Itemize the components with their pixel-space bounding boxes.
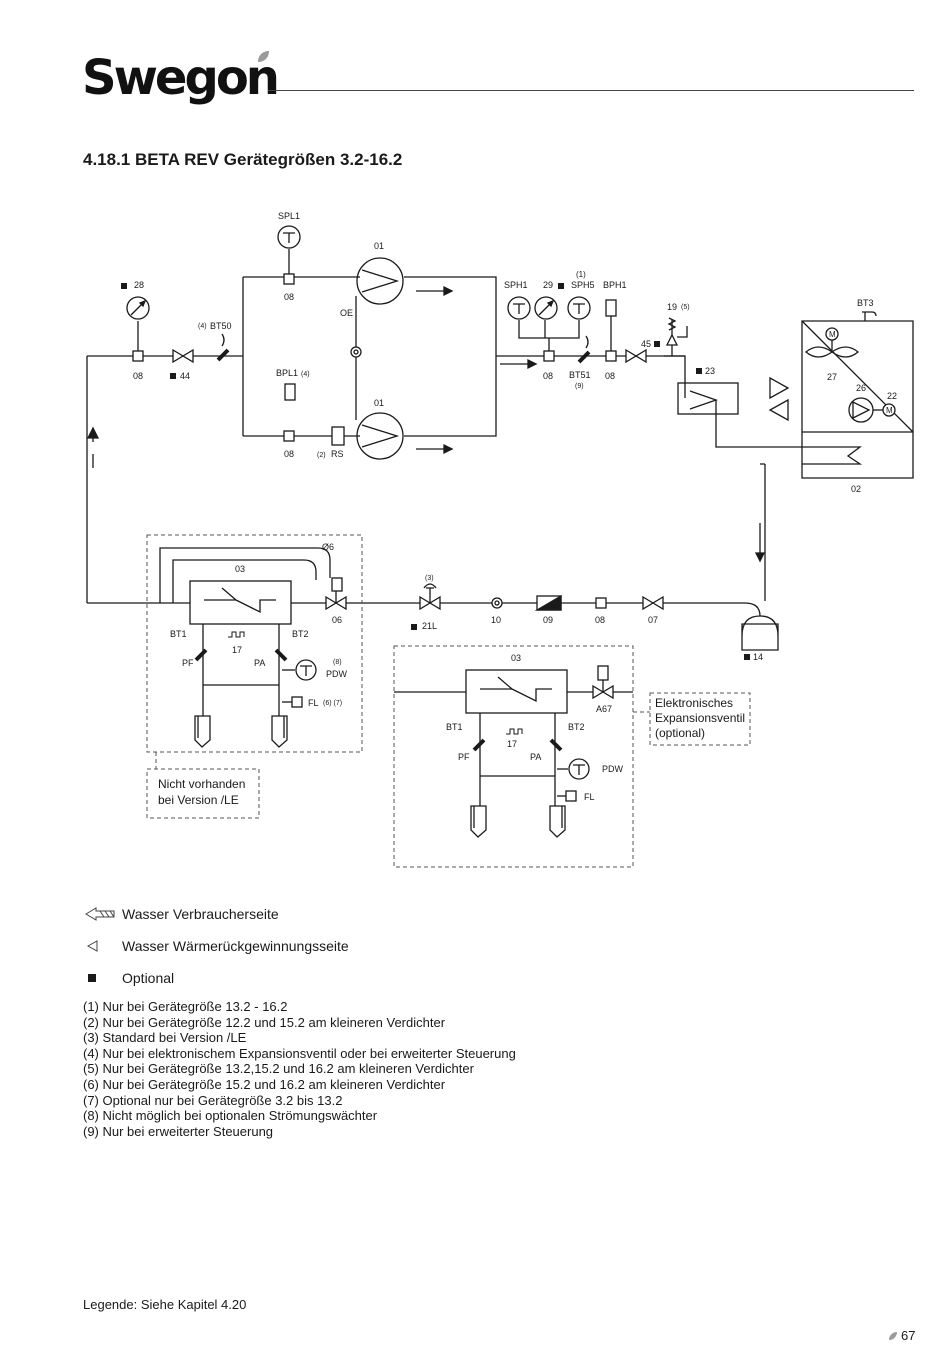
label-03b: 03 (511, 653, 521, 663)
rs-label: RS (331, 449, 344, 459)
double-arrow-icon (85, 907, 115, 921)
label-44: 44 (180, 371, 190, 381)
label-26: 26 (856, 383, 866, 393)
label-08d: 08 (543, 371, 553, 381)
page-title: 4.18.1 BETA REV Gerätegrößen 3.2-16.2 (83, 150, 403, 169)
label-29: 29 (543, 280, 553, 290)
pdwb-label: PDW (602, 764, 624, 774)
label-28: 28 (134, 280, 144, 290)
oe-label: OE (340, 308, 353, 318)
pump-motor-label: M (886, 406, 893, 415)
compressor-01-bottom (356, 412, 404, 460)
page-number: 67 (888, 1328, 915, 1343)
label-08c: 08 (284, 449, 294, 459)
footnote: (2) Nur bei Gerätegröße 12.2 und 15.2 am… (83, 1014, 446, 1030)
bpl1-note: (4) (301, 371, 310, 378)
square-icon (88, 974, 96, 982)
pfb-label: PF (458, 752, 470, 762)
label-22: 22 (887, 391, 897, 401)
page-number-text: 67 (901, 1328, 916, 1343)
bt50-note: (4) (198, 323, 207, 330)
note-nicht-line1: Nicht vorhanden (158, 777, 245, 791)
legend-item: Wasser Wärmerückgewinnungsseite (84, 938, 349, 954)
label-07: 07 (648, 615, 658, 625)
note-exp-line2: Expansionsventil (655, 711, 745, 725)
bt50-label: BT50 (210, 321, 232, 331)
bph1-label: BPH1 (603, 280, 627, 290)
sph1-label: SPH1 (504, 280, 528, 290)
bt51-label: BT51 (569, 370, 591, 380)
footnotes: (1) Nur bei Gerätegröße 13.2 - 16.2 (2) … (83, 999, 516, 1139)
label-03a: 03 (235, 564, 245, 574)
footnote: (5) Nur bei Gerätegröße 13.2,15.2 und 16… (83, 1061, 474, 1077)
label-21l-note: (3) (425, 575, 434, 582)
label-08a: 08 (284, 292, 294, 302)
label-45: 45 (641, 339, 651, 349)
rs-note: (2) (317, 452, 326, 459)
sph5-label: SPH5 (571, 280, 595, 290)
pfa-label: PF (182, 658, 194, 668)
label-14: 14 (753, 652, 763, 662)
refrigerant-circuit-diagram: M M (86, 211, 914, 868)
footnote: (1) Nur bei Gerätegröße 13.2 - 16.2 (83, 999, 288, 1014)
bt1b-label: BT1 (446, 722, 463, 732)
label-19: 19 (667, 302, 677, 312)
flb-label: FL (584, 792, 595, 802)
label-08f: 08 (595, 615, 605, 625)
note-exp-line1: Elektronisches (655, 696, 733, 710)
fla-label: FL (308, 698, 319, 708)
footnote: (6) Nur bei Gerätegröße 15.2 und 16.2 am… (83, 1076, 446, 1092)
bt2b-label: BT2 (568, 722, 585, 732)
fan-motor-label: M (829, 330, 836, 339)
label-02: 02 (851, 484, 861, 494)
footnote: (3) Standard bei Version /LE (83, 1030, 247, 1046)
legend-item: Wasser Verbraucherseite (84, 906, 279, 922)
pdwa-label: PDW (326, 669, 348, 679)
note-exp-line3: (optional) (655, 726, 705, 740)
a67-label: A67 (596, 704, 612, 714)
compressor-01-bottom-label: 01 (374, 398, 384, 408)
footnote: (7) Optional nur bei Gerätegröße 3.2 bis… (83, 1092, 343, 1108)
bt51-note: (9) (575, 383, 584, 390)
legend-reference: Legende: Siehe Kapitel 4.20 (83, 1297, 247, 1312)
label-10: 10 (491, 615, 501, 625)
leaf-icon (258, 51, 269, 62)
sph5-note: (1) (576, 270, 586, 279)
leaf-icon (889, 1331, 897, 1340)
footnote: (4) Nur bei elektronischem Expansionsven… (83, 1045, 516, 1061)
note-nicht-line2: bei Version /LE (158, 793, 239, 807)
footnote: (8) Nicht möglich bei optionalen Strömun… (83, 1108, 378, 1124)
label-08e: 08 (605, 371, 615, 381)
label-17b: 17 (507, 739, 517, 749)
bt2a-label: BT2 (292, 629, 309, 639)
legend-label: Optional (122, 970, 175, 986)
bt3-label: BT3 (857, 298, 874, 308)
triangle-icon (86, 940, 98, 952)
header-rule (268, 90, 914, 91)
swegon-logo: Swegon (82, 50, 280, 106)
legend-label: Wasser Verbraucherseite (122, 906, 279, 922)
pdwa-note: (8) (333, 659, 342, 666)
label-27: 27 (827, 372, 837, 382)
label-09: 09 (543, 615, 553, 625)
spl1-label: SPL1 (278, 211, 300, 221)
label-08b: 08 (133, 371, 143, 381)
compressor-01-top-label: 01 (374, 241, 384, 251)
footnote: (9) Nur bei erweiterter Steuerung (83, 1123, 274, 1139)
pab-label: PA (530, 752, 541, 762)
bt1a-label: BT1 (170, 629, 187, 639)
label-23: 23 (705, 366, 715, 376)
label-17a: 17 (232, 645, 242, 655)
legend-item: Optional (84, 970, 174, 986)
label-19-note: (5) (681, 304, 690, 311)
label-06: 06 (332, 615, 342, 625)
legend-label: Wasser Wärmerückgewinnungsseite (122, 938, 349, 954)
label-d6: Ø6 (322, 542, 334, 552)
fla-note: (6) (7) (323, 700, 342, 707)
bpl1-label: BPL1 (276, 368, 298, 378)
paa-label: PA (254, 658, 265, 668)
compressor-01-top (356, 257, 404, 305)
label-21l: 21L (422, 621, 437, 631)
